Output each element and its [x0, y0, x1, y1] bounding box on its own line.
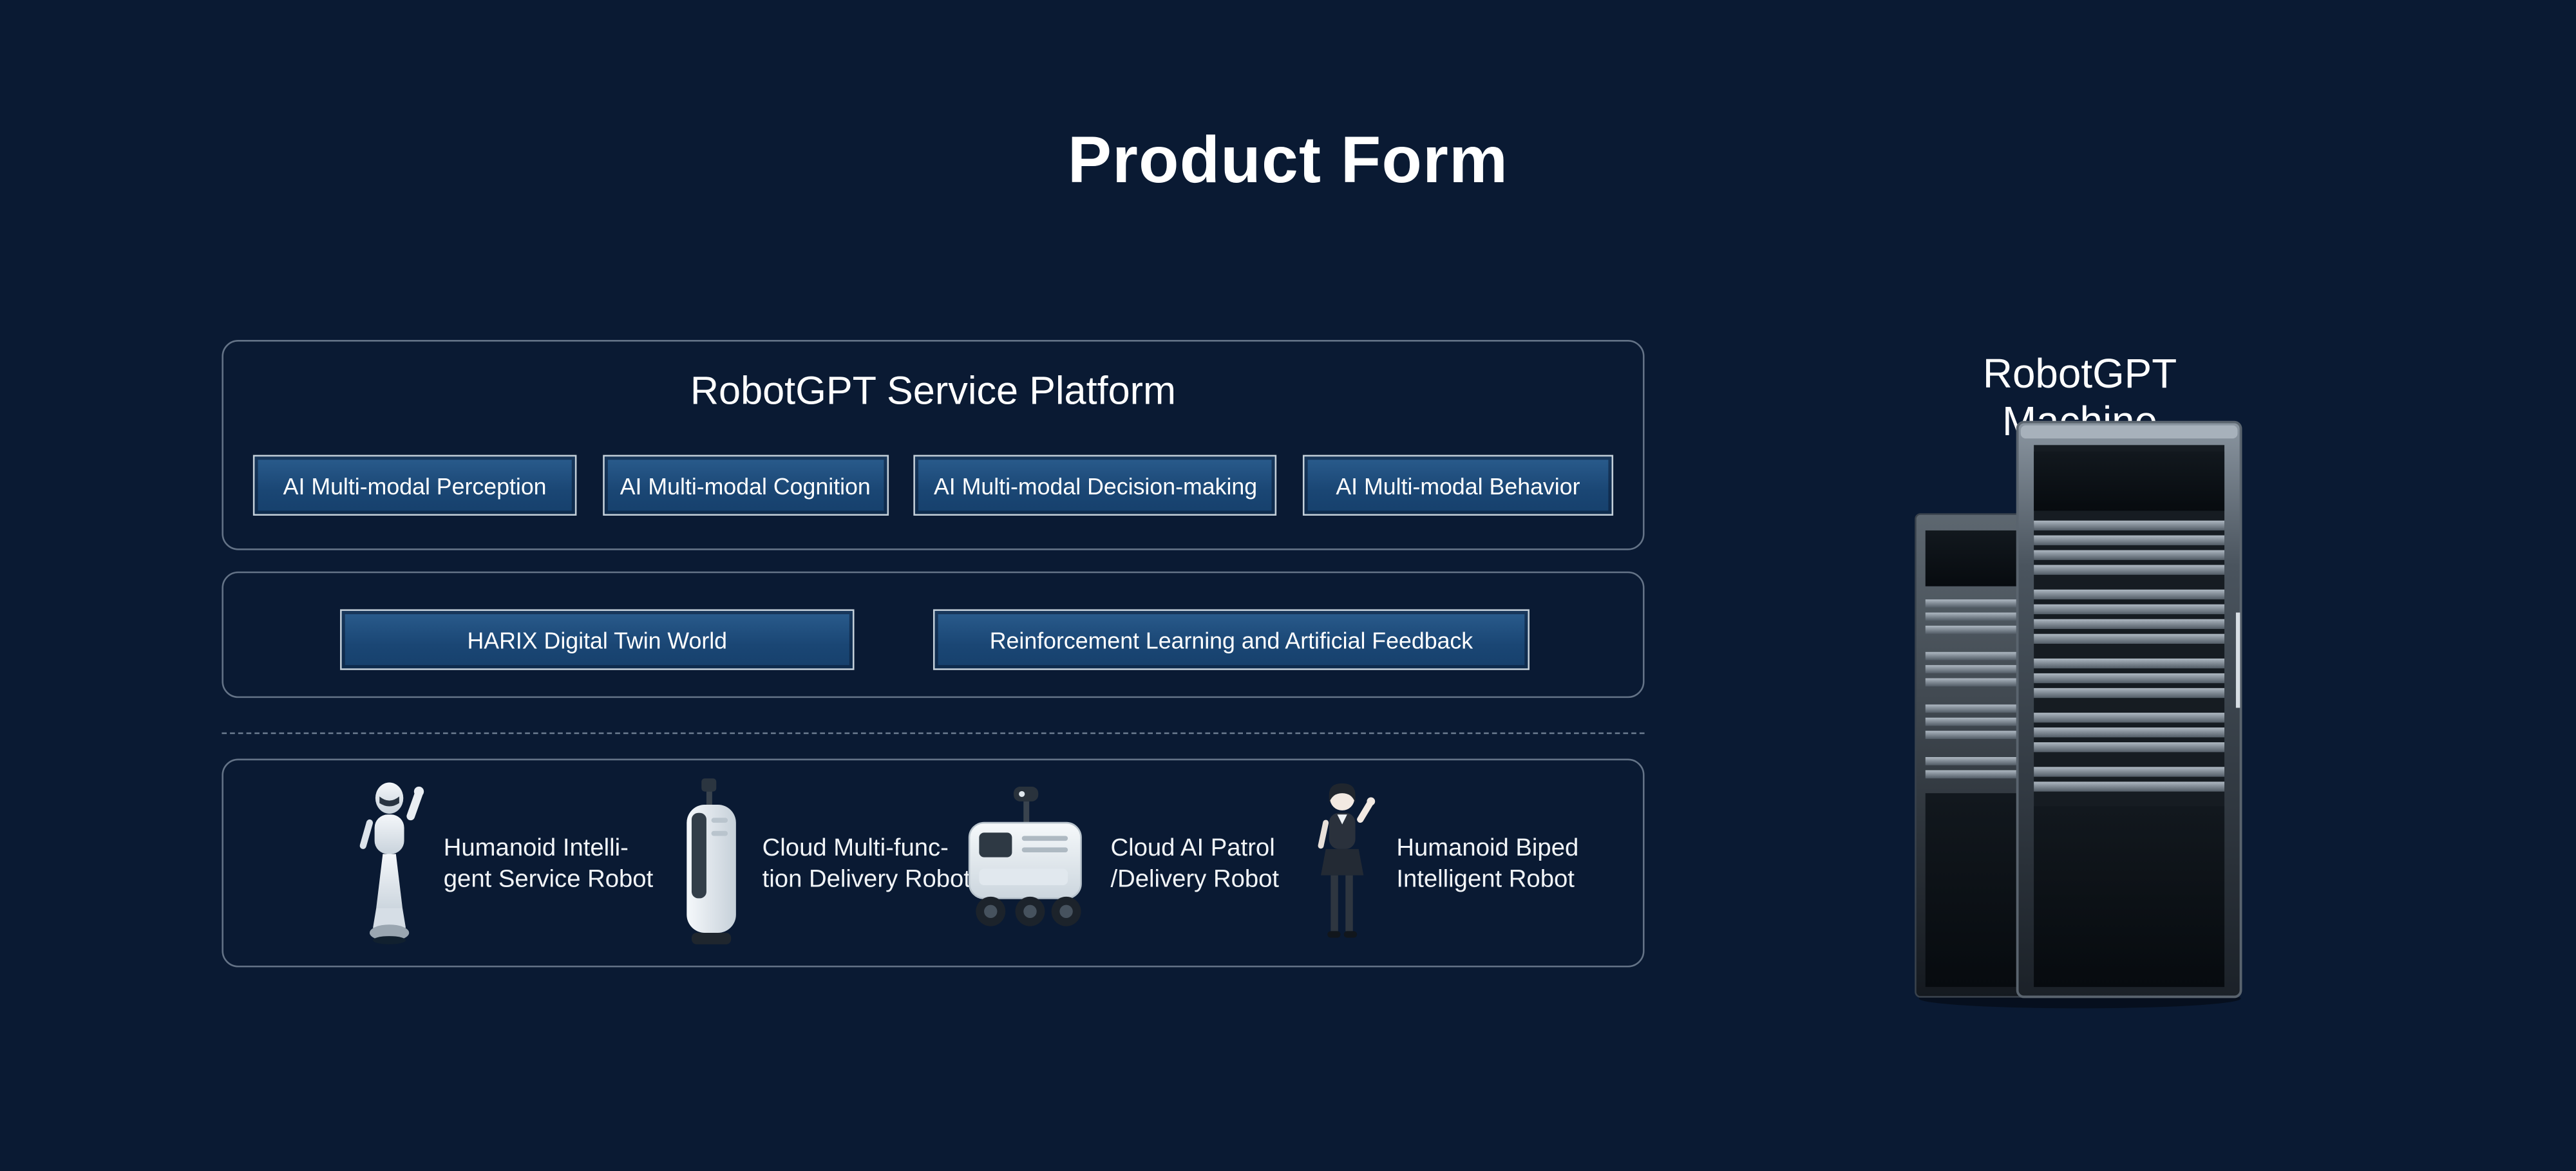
- delivery-robot-image: [687, 777, 736, 944]
- robot-label-line1: Humanoid Biped: [1396, 833, 1579, 861]
- page-title: Product Form: [1067, 124, 1509, 198]
- robot-label: Humanoid Biped Intelligent Robot: [1396, 832, 1578, 894]
- platform-modules-row: AI Multi-modal Perception AI Multi-modal…: [252, 454, 1614, 516]
- robot-label-line1: Cloud Multi-func-: [762, 833, 949, 861]
- module-cognition: AI Multi-modal Cognition: [602, 454, 889, 516]
- robot-label-line1: Humanoid Intelli-: [443, 833, 629, 861]
- robot-label: Cloud Multi-func- tion Delivery Robot: [762, 832, 971, 894]
- module-behavior: AI Multi-modal Behavior: [1302, 454, 1614, 516]
- robots-panel: Humanoid Intelli- gent Service Robot: [222, 758, 1645, 968]
- module-perception: AI Multi-modal Perception: [252, 454, 577, 516]
- humanoid-biped-robot-image: [1318, 782, 1376, 937]
- robot-item-patrol: Cloud AI Patrol /Delivery Robot: [963, 760, 1279, 966]
- robot-item-humanoid-service: Humanoid Intelli- gent Service Robot: [352, 760, 653, 966]
- harix-digital-twin-box: HARIX Digital Twin World: [340, 609, 855, 670]
- dashed-divider: [222, 732, 1645, 735]
- middle-panel: HARIX Digital Twin World Reinforcement L…: [222, 571, 1645, 698]
- robot-label-line2: tion Delivery Robot: [762, 865, 971, 893]
- platform-title: RobotGPT Service Platform: [690, 369, 1177, 414]
- patrol-robot-image: [968, 785, 1082, 926]
- robot-item-delivery: Cloud Multi-func- tion Delivery Robot: [677, 760, 971, 966]
- robot-label-line1: Cloud AI Patrol: [1110, 833, 1275, 861]
- reinforcement-learning-box: Reinforcement Learning and Artificial Fe…: [933, 609, 1530, 670]
- robot-item-humanoid-biped: Humanoid Biped Intelligent Robot: [1308, 760, 1578, 966]
- humanoid-service-robot-image: [359, 782, 424, 944]
- robot-label-line2: gent Service Robot: [443, 865, 654, 893]
- robot-label-line2: /Delivery Robot: [1110, 865, 1280, 893]
- robot-label-line2: Intelligent Robot: [1396, 865, 1575, 893]
- module-decision-making: AI Multi-modal Decision-making: [914, 454, 1277, 516]
- server-rack-image: [1915, 420, 2242, 1009]
- platform-panel: RobotGPT Service Platform AI Multi-modal…: [222, 340, 1645, 550]
- robot-label: Humanoid Intelli- gent Service Robot: [444, 832, 653, 894]
- robot-label: Cloud AI Patrol /Delivery Robot: [1110, 832, 1279, 894]
